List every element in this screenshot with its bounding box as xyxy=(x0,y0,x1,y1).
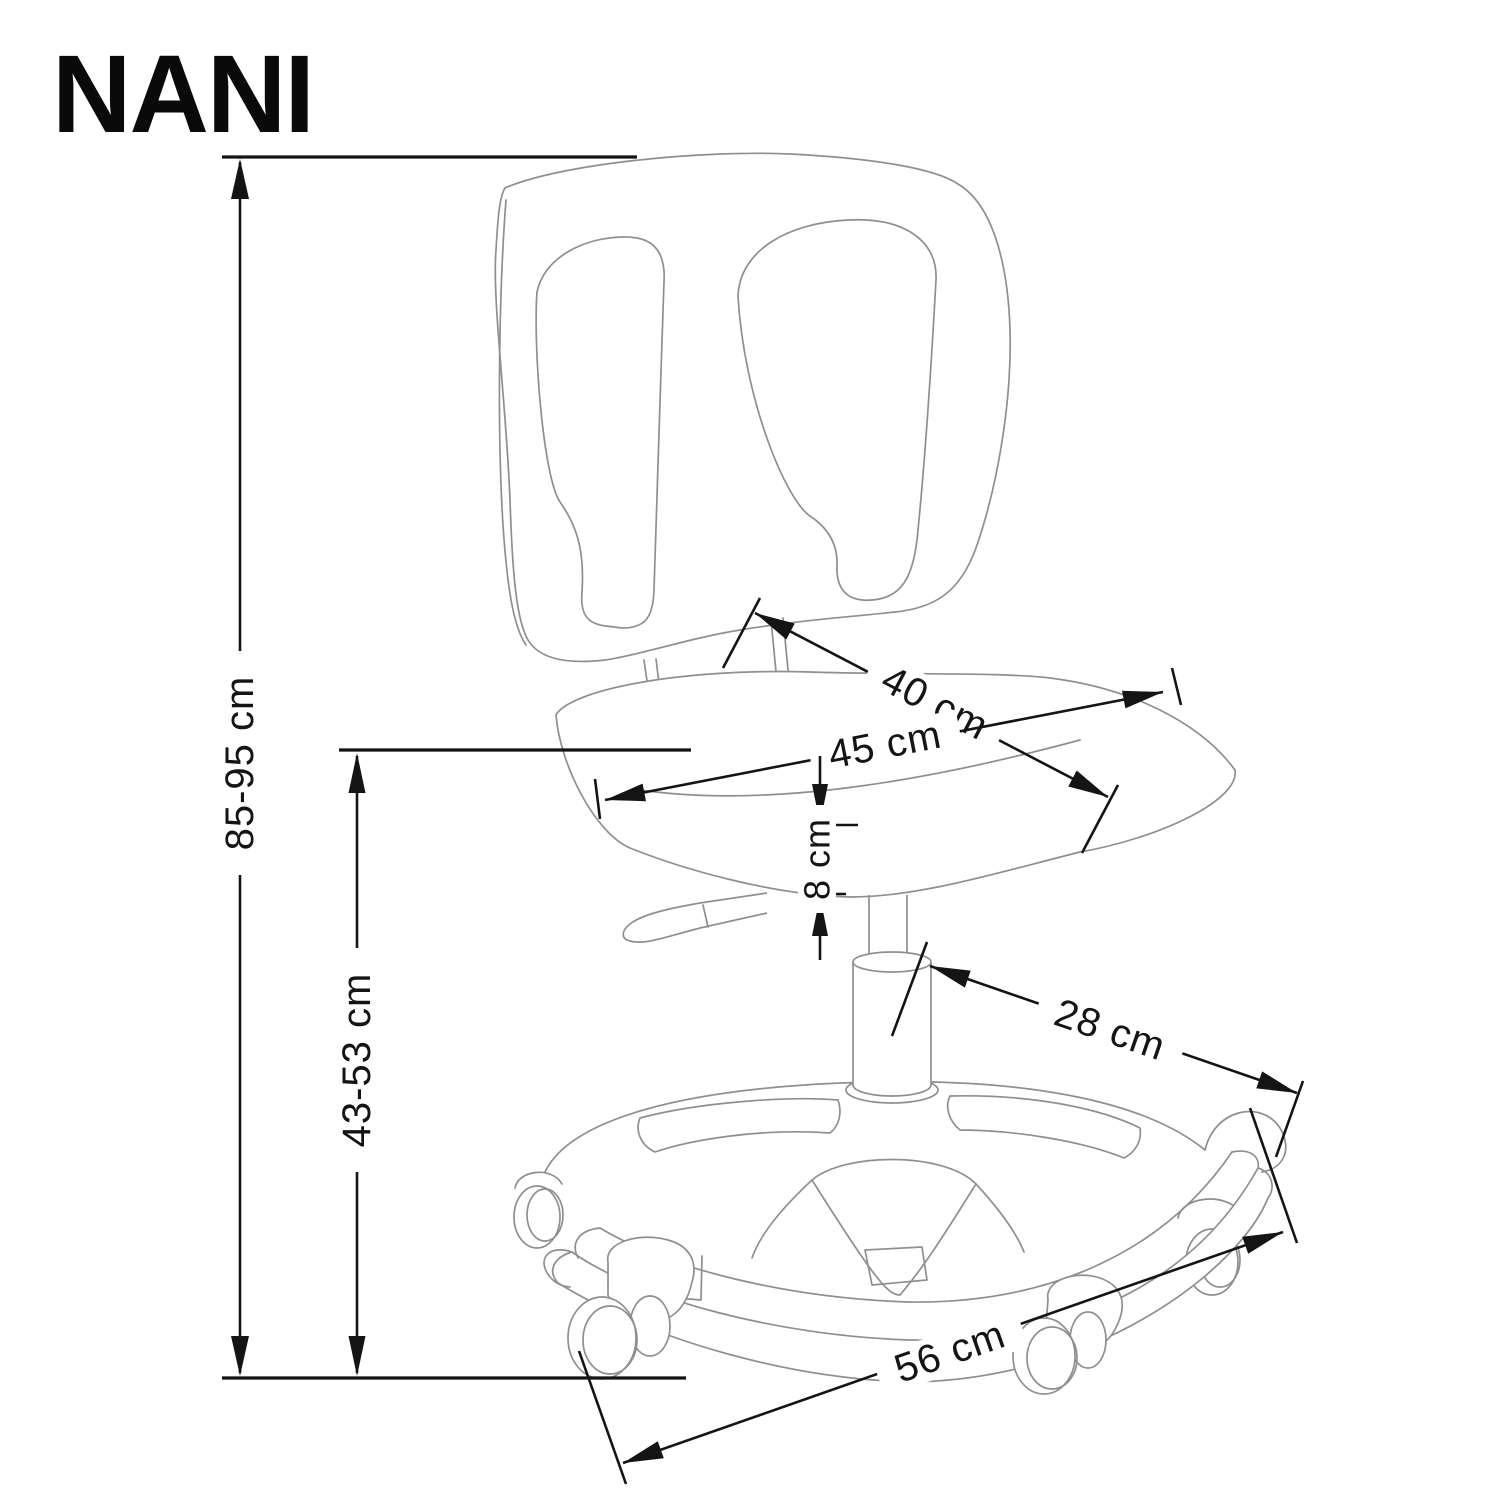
chair-line-art xyxy=(494,152,1287,1395)
backrest-cutout-left xyxy=(535,236,665,629)
cushion-thickness-label: 8 cm xyxy=(797,818,838,900)
base-spoke-hole-front xyxy=(811,1158,977,1296)
dimension-base-radius: 28 cm xyxy=(890,941,1305,1158)
product-title: NANI xyxy=(52,33,313,156)
backrest-cutout-right xyxy=(737,218,937,602)
base-spoke-groove-left xyxy=(751,1179,813,1259)
backrest-edge-thickness xyxy=(498,199,527,646)
seat xyxy=(555,670,1236,898)
column-cover-top xyxy=(852,951,932,973)
base-spoke-hole-left xyxy=(637,1097,841,1153)
footring-inner-edge xyxy=(599,1151,1233,1303)
dimension-annotations: 85-95 cm 43-53 cm 40 cm xyxy=(216,155,1305,1485)
column-cover xyxy=(852,962,932,1097)
caster-front-left xyxy=(567,1236,695,1380)
caster-back-left-housing xyxy=(514,1171,563,1189)
base-spoke-hole-right xyxy=(946,1094,1142,1159)
backrest xyxy=(494,152,1012,663)
seat-outline xyxy=(555,670,1236,898)
footring-end-right xyxy=(1204,1110,1287,1173)
gas-lift-column xyxy=(852,895,932,1097)
dimension-seat-height: 43-53 cm xyxy=(333,753,381,1376)
caster-back-left xyxy=(513,1171,564,1249)
lever-crease xyxy=(702,904,709,928)
caster-front-right-wheel xyxy=(1012,1317,1076,1395)
overall-height-label: 85-95 cm xyxy=(218,676,262,851)
seat-height-label: 43-53 cm xyxy=(335,973,379,1148)
caster-front-right xyxy=(1012,1274,1124,1395)
caster-front-right-wheel-inner xyxy=(1026,1326,1078,1390)
base xyxy=(513,1076,1287,1395)
dimension-overall-height: 85-95 cm xyxy=(216,159,264,1376)
lever-paddle xyxy=(622,892,768,943)
base-center-socket xyxy=(864,1246,928,1286)
caster-front-left-wheel-inner xyxy=(582,1305,638,1375)
base-radius-label: 28 cm xyxy=(1049,991,1171,1070)
dimension-cushion-thickness: 8 cm xyxy=(797,756,858,960)
caster-back-left-wheel xyxy=(513,1185,561,1249)
column-inner xyxy=(868,895,908,953)
backrest-outline xyxy=(494,152,1012,663)
footring-end-left xyxy=(543,1227,601,1288)
caster-back-left-wheel-inner xyxy=(526,1188,564,1242)
gas-lift-lever xyxy=(622,892,768,943)
base-spoke-groove-right xyxy=(975,1183,1025,1253)
